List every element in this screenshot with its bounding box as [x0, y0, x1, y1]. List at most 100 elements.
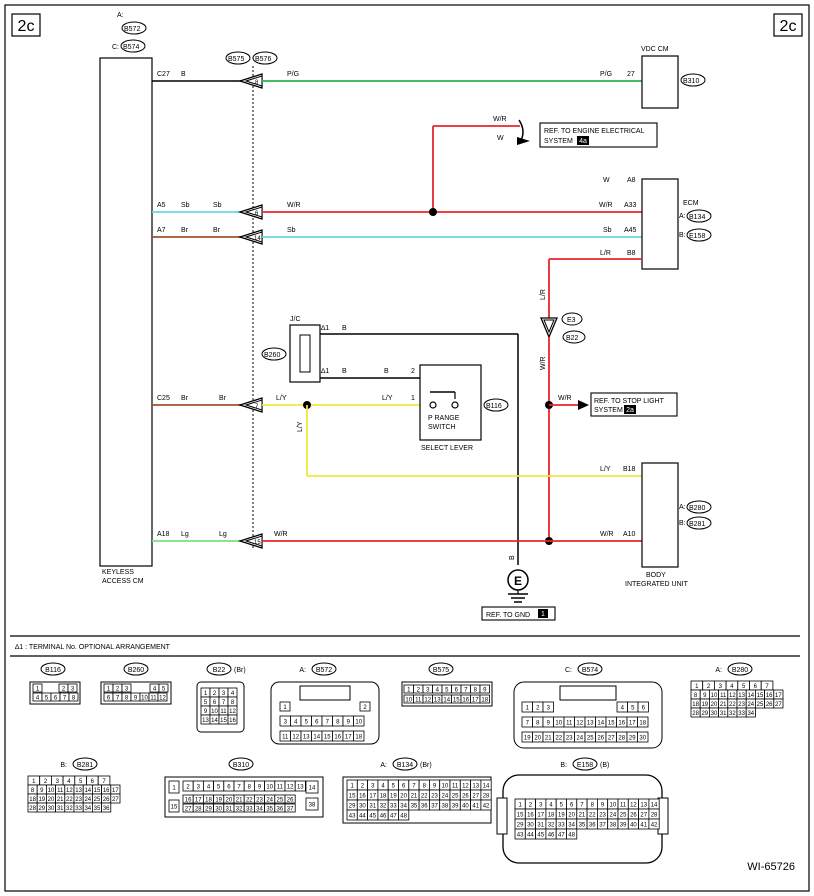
b116-pin-cell	[68, 692, 79, 702]
joint-pin-15: 15	[254, 540, 261, 546]
b134-pin-41: 41	[472, 803, 479, 809]
page-tag-right-box[interactable]	[773, 13, 803, 37]
b134-pin-32: 32	[380, 803, 387, 809]
b310-pin-cell	[168, 780, 180, 794]
ref-stop-box[interactable]	[590, 392, 678, 417]
b134-pin-38: 38	[442, 803, 449, 809]
b574-prefix: C:	[565, 667, 572, 674]
e158-pin-4: 4	[549, 802, 553, 808]
b572-pin-13: 13	[303, 734, 310, 740]
b22-pin-7: 7	[222, 700, 226, 706]
b22-pin-14: 14	[211, 718, 218, 724]
ref-stop-arrow	[578, 400, 589, 410]
b572-pin-7: 7	[326, 719, 330, 725]
keyless-label-2: ACCESS CM	[102, 578, 144, 585]
ecm-color-a33: W/R	[599, 202, 613, 209]
ecm-pin-a45: A45	[624, 227, 637, 234]
e158-pin-24: 24	[610, 812, 617, 818]
b310-pin-cell	[294, 780, 306, 792]
b281-label-ellipse	[72, 757, 98, 771]
e158-pin-19: 19	[558, 812, 565, 818]
b22-pin-15: 15	[220, 718, 227, 724]
b575-label: B575	[433, 667, 449, 674]
b134-pin-9: 9	[433, 783, 437, 789]
page-tag-left[interactable]: 2c	[18, 18, 35, 35]
b310-label: B310	[233, 762, 249, 769]
e158-pin-8: 8	[591, 802, 595, 808]
ref-engine-text-1: REF. TO ENGINE ELECTRICAL	[544, 128, 645, 135]
b134-suffix: (Br)	[420, 762, 432, 769]
b280-pin-30: 30	[711, 711, 718, 717]
e158-pin-12: 12	[630, 802, 637, 808]
b310-pin-24: 24	[266, 797, 273, 803]
ecm-color-a45: Sb	[603, 227, 612, 234]
b281-pin-8: 8	[31, 788, 35, 794]
b310-pin-8: 8	[248, 784, 252, 790]
b134-pin-26: 26	[462, 793, 469, 799]
b575-pin-7: 7	[464, 687, 468, 693]
b260-pin-10: 10	[141, 695, 148, 701]
b574-pin-24: 24	[576, 735, 583, 741]
jc-star-1: ∆1	[321, 325, 329, 332]
page-tag-right[interactable]: 2c	[780, 18, 797, 35]
e158-pin-44: 44	[527, 832, 534, 838]
e158-pin-39: 39	[620, 822, 627, 828]
joint-left-color-14: Br	[213, 227, 221, 234]
joint-arrow-8	[237, 73, 263, 89]
gnd-badge-box	[538, 609, 548, 618]
b575-pin-16: 16	[462, 697, 469, 703]
b575-pin-13: 13	[434, 697, 441, 703]
b310-pin-9: 9	[258, 784, 262, 790]
joint-pin-8: 8	[255, 80, 259, 86]
e158-pin-42: 42	[651, 822, 658, 828]
e3-arrow	[540, 317, 558, 339]
b134-pin-cell	[480, 799, 492, 811]
b281-pin-24: 24	[84, 797, 91, 803]
keyless-conn-c-prefix: C:	[112, 44, 119, 51]
b134-pin-5: 5	[392, 783, 396, 789]
b572-prefix: A:	[299, 667, 306, 674]
ref-engine-box[interactable]	[539, 122, 658, 148]
b134-pin-25: 25	[452, 793, 459, 799]
b572-pin-10: 10	[355, 719, 362, 725]
ref-stop-wire: W/R	[558, 395, 572, 402]
e158-pin-20: 20	[568, 812, 575, 818]
b22-pin-1: 1	[204, 691, 208, 697]
wr-vertical-label: W/R	[540, 356, 547, 370]
gnd-ref-box[interactable]	[481, 606, 556, 621]
e158-pin-36: 36	[589, 822, 596, 828]
b22-suffix: (Br)	[234, 667, 246, 674]
joint-pin-6: 6	[255, 211, 259, 217]
page-tag-left-box[interactable]	[11, 13, 41, 37]
b310-pin-7: 7	[237, 784, 241, 790]
b310-pin-37: 37	[287, 806, 294, 812]
b134-pin-17: 17	[369, 793, 376, 799]
jc-wire-2: B	[342, 368, 347, 375]
b572-housing	[270, 681, 380, 745]
b260-pin-2: 2	[116, 686, 120, 692]
b280-pin-1: 1	[695, 684, 699, 690]
b310-pin-21: 21	[236, 797, 243, 803]
b310-label-ellipse	[228, 757, 254, 771]
b281-pin-36: 36	[103, 806, 110, 812]
bcm-conn-a-ellipse	[686, 500, 712, 514]
b574-pin-7: 7	[526, 720, 530, 726]
e158-pin-15: 15	[517, 812, 524, 818]
b572-pin-2: 2	[363, 705, 367, 711]
e3-conn: B22	[566, 335, 579, 342]
keyless-conn-c: B574	[123, 44, 139, 51]
b281-pin-12: 12	[66, 788, 73, 794]
b281-pin-29: 29	[38, 806, 45, 812]
b260-pin-cell	[158, 683, 169, 693]
b260-label-ellipse	[123, 662, 149, 676]
keyless-color-a7: Br	[181, 227, 189, 234]
b310-pin-38: 38	[309, 802, 316, 808]
e158-pin-2: 2	[529, 802, 533, 808]
e158-pin-30: 30	[527, 822, 534, 828]
b574-pin-20: 20	[534, 735, 541, 741]
e158-pin-41: 41	[640, 822, 647, 828]
b260-pin-11: 11	[150, 695, 157, 701]
keyless-pin-c25: C25	[157, 395, 170, 402]
b22-pin-12: 12	[229, 709, 236, 715]
b280-pin-9: 9	[703, 693, 707, 699]
